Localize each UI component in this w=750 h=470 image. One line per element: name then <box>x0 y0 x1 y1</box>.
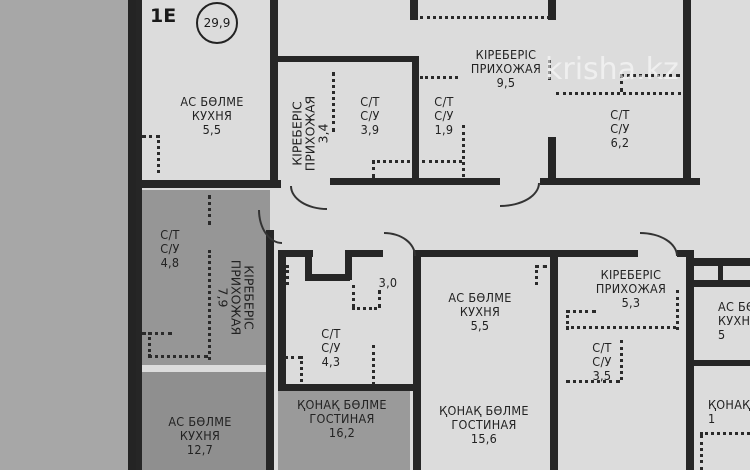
fixture-line <box>352 307 377 310</box>
fixture-line <box>372 345 375 385</box>
fixture-line <box>286 265 289 285</box>
unit-area-badge: 29,9 <box>196 2 238 44</box>
wall <box>686 250 694 470</box>
fixture-line <box>157 135 160 173</box>
wall <box>305 250 312 280</box>
fixture-line <box>548 60 551 80</box>
fixture-line <box>422 160 462 163</box>
fixture-line <box>620 74 623 92</box>
fixture-line <box>332 72 335 132</box>
wall <box>413 250 421 470</box>
wall <box>412 56 419 184</box>
shaded-room-living <box>278 388 410 470</box>
wall <box>278 384 413 391</box>
door-swing <box>640 232 678 256</box>
fixture-line <box>676 290 679 330</box>
watermark: krisha.kz <box>545 52 679 87</box>
room-label-partial: ҚОНАҚ БӨЛМЕ1 <box>708 397 750 426</box>
fixture-line <box>378 290 381 308</box>
fixture-line <box>620 74 680 77</box>
wall <box>270 0 278 180</box>
fixture-line <box>462 125 465 177</box>
fixture-line <box>352 285 355 307</box>
fixture-line <box>300 356 303 382</box>
wall <box>345 250 352 280</box>
wall <box>345 250 383 257</box>
fixture-line <box>142 332 172 335</box>
wall <box>683 0 691 185</box>
fixture-line <box>208 250 211 360</box>
wall <box>266 230 274 470</box>
fixture-line <box>556 92 681 95</box>
wall <box>540 178 700 185</box>
door-swing <box>290 186 327 210</box>
fixture-line <box>372 160 375 178</box>
fixture-line <box>148 355 208 358</box>
fixture-line <box>208 195 211 225</box>
room-label: 3,0 <box>378 275 398 290</box>
fixture-line <box>566 326 676 329</box>
fixture-line <box>620 340 623 380</box>
wall <box>305 274 350 281</box>
fixture-line <box>566 380 620 383</box>
wall <box>694 360 750 366</box>
fixture-line <box>535 265 538 285</box>
fixture-line <box>372 160 410 163</box>
outer-wall-left <box>128 0 136 470</box>
fixture-line <box>700 435 703 470</box>
wall <box>413 250 558 257</box>
fixture-line <box>420 76 458 79</box>
fixture-line <box>420 16 550 19</box>
shaded-room-bath-hall <box>138 190 270 365</box>
background-margin <box>0 0 128 470</box>
wall <box>548 137 556 185</box>
wall <box>550 250 558 470</box>
fixture-line <box>535 265 547 268</box>
wall <box>278 250 286 390</box>
wall <box>410 0 418 20</box>
shaded-room-kitchen <box>138 372 270 470</box>
wall <box>278 250 313 257</box>
door-swing <box>500 183 540 207</box>
wall <box>677 250 693 257</box>
door-swing <box>384 232 416 256</box>
wall <box>278 56 418 62</box>
wall <box>136 0 142 470</box>
wall <box>136 180 281 188</box>
fixture-line <box>566 310 596 313</box>
unit-code: 1E <box>150 5 177 27</box>
wall <box>330 178 500 185</box>
fixture-line <box>284 356 302 359</box>
wall <box>548 0 556 20</box>
wall <box>558 250 638 257</box>
fixture-line <box>148 332 151 357</box>
fixture-line <box>700 432 750 435</box>
fixture-line <box>142 135 160 138</box>
wall <box>718 258 723 287</box>
fixture-line <box>566 310 569 330</box>
